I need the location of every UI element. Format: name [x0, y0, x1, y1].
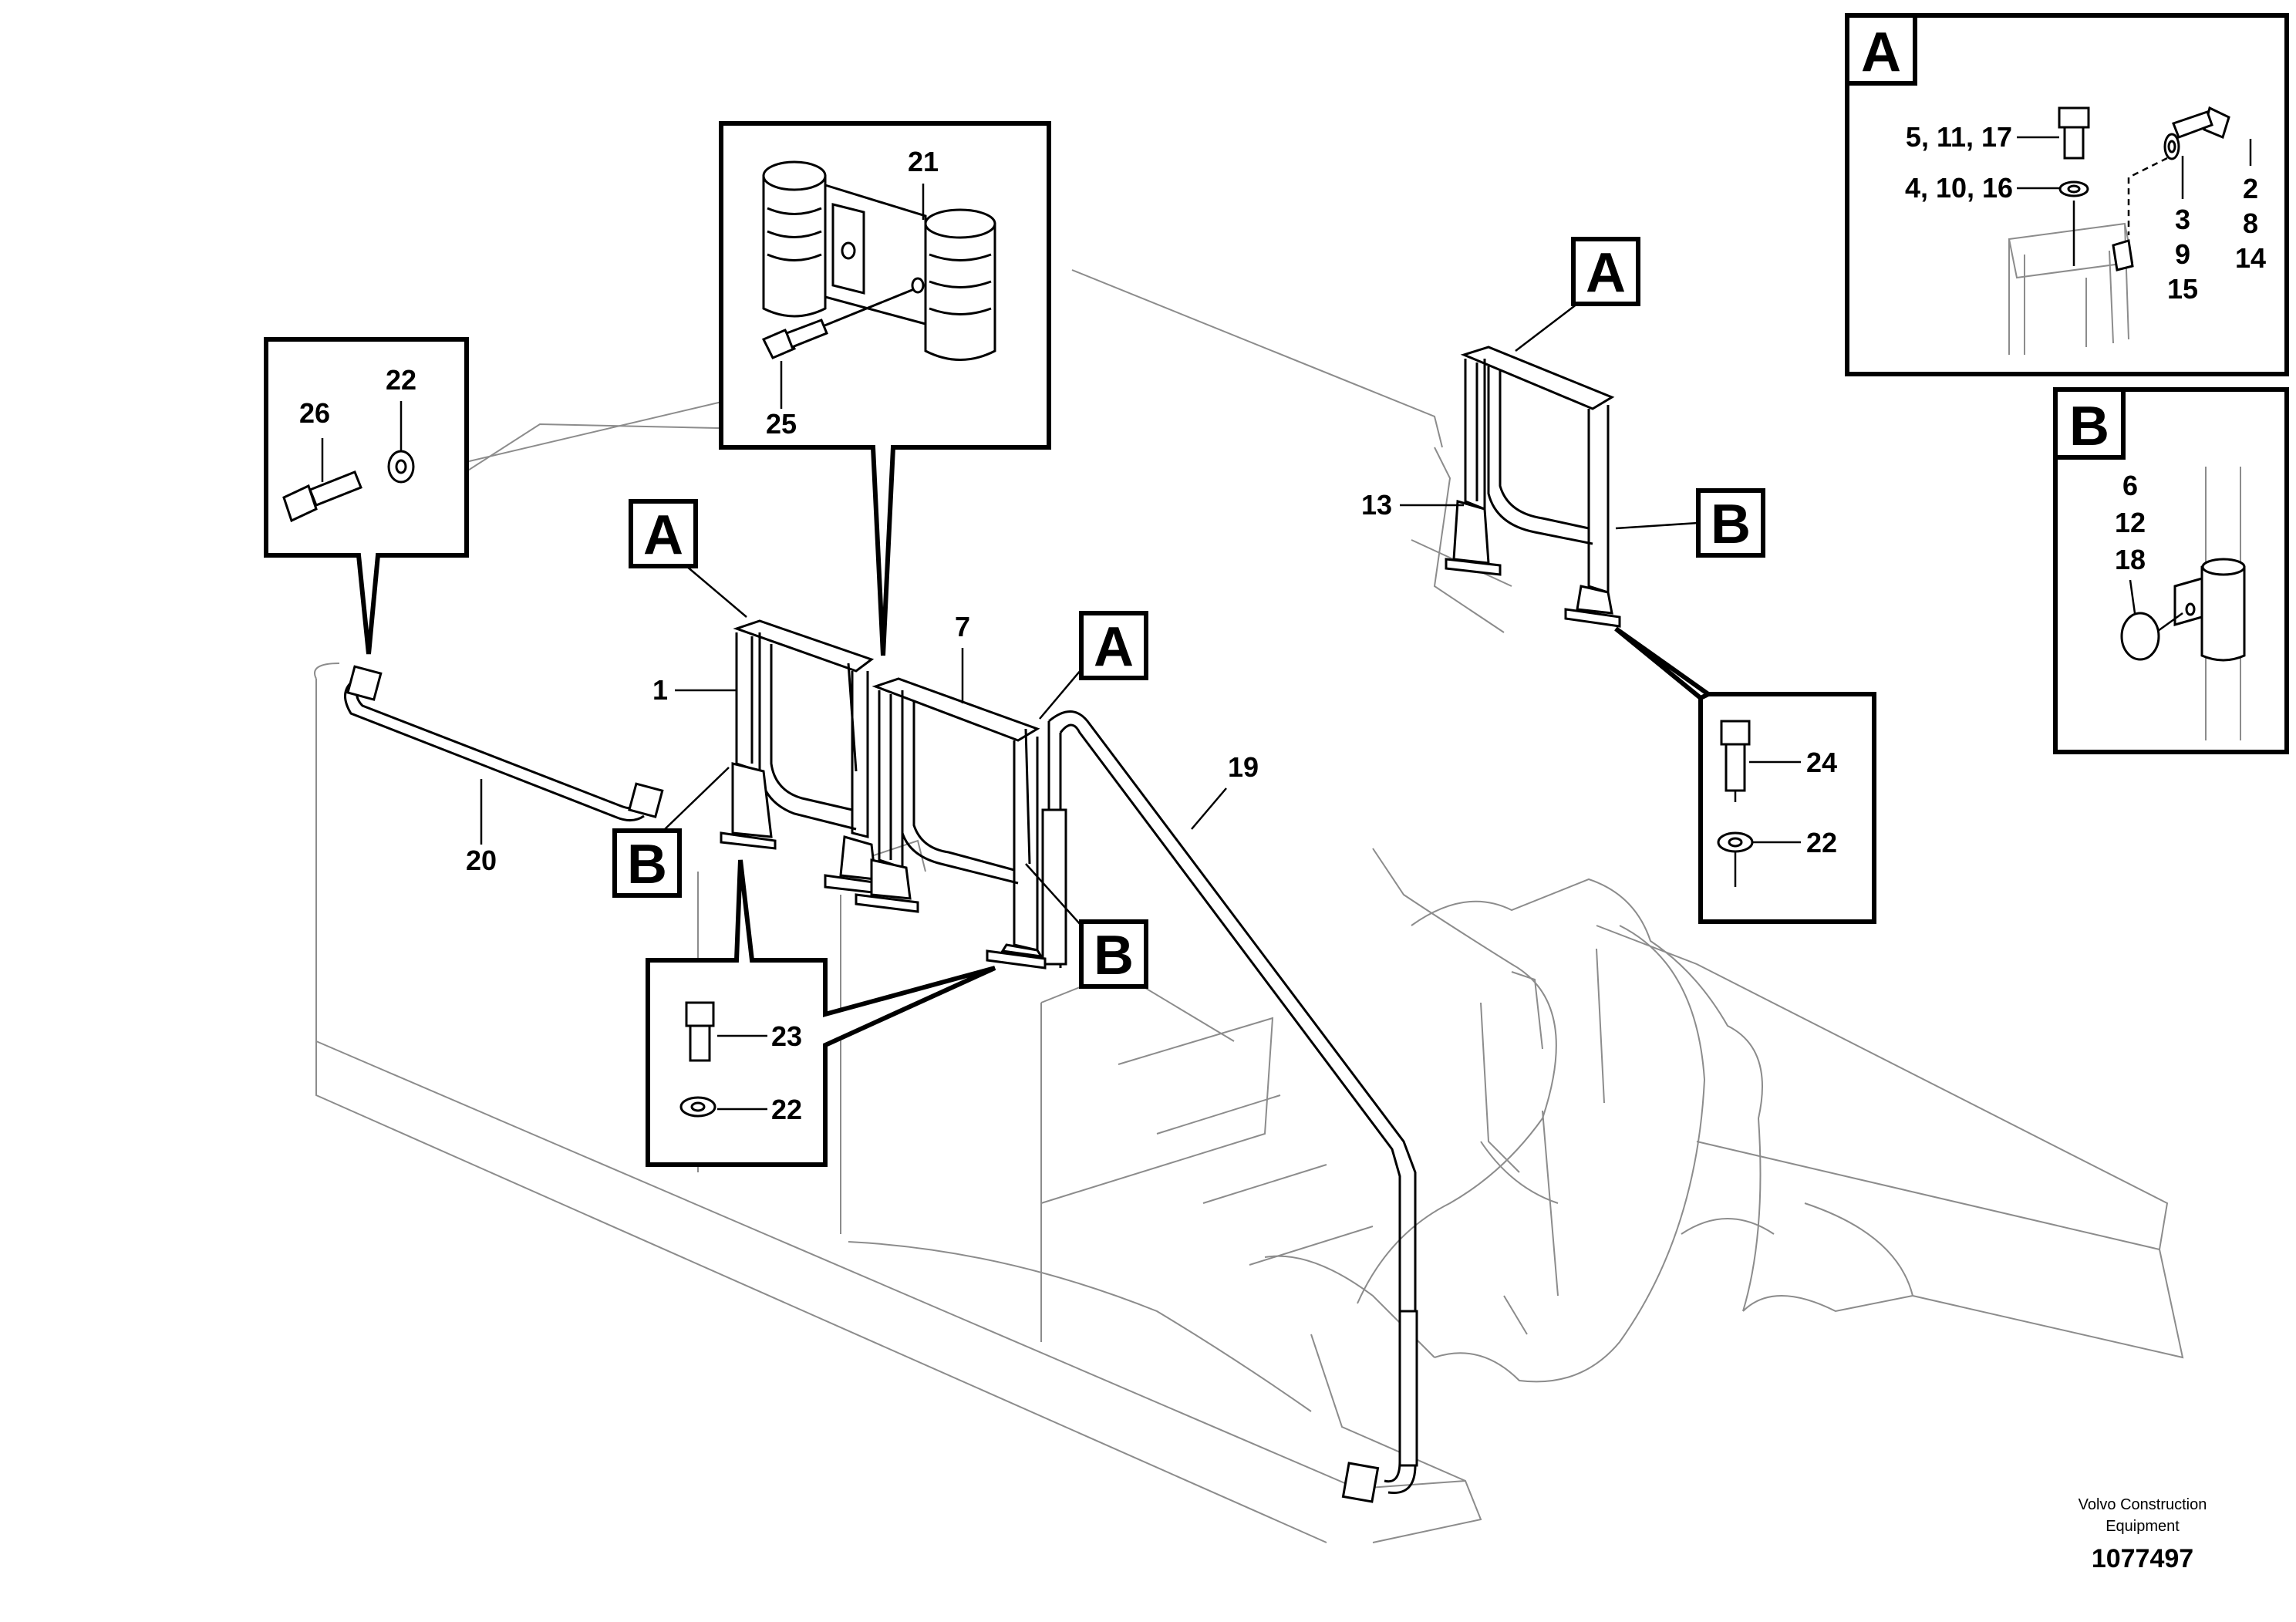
callout-clamp-21: 21 25	[719, 121, 1051, 656]
detail-a-bolt-vertical-icon	[2058, 106, 2090, 266]
label-26: 26	[299, 397, 330, 429]
bolt-25-icon	[761, 288, 915, 359]
svg-text:A: A	[1094, 616, 1134, 678]
detail-a-bolt-horizontal-icon	[2112, 106, 2230, 271]
credit-line-2: Equipment	[2106, 1518, 2180, 1535]
stand-7	[855, 677, 1047, 969]
label-7: 7	[955, 611, 970, 642]
detail-b-item-1: 12	[2115, 507, 2146, 538]
detail-a-col-a-2: 15	[2167, 273, 2198, 305]
detail-a-col-b-0: 2	[2243, 173, 2258, 204]
detail-b-background	[2205, 467, 2241, 740]
washer-22-icon	[387, 450, 415, 484]
label-23: 23	[771, 1020, 802, 1052]
label-20: 20	[466, 845, 497, 876]
stand-13	[1445, 346, 1621, 628]
bolt-24-icon	[1720, 720, 1751, 802]
label-19: 19	[1228, 751, 1259, 783]
part-labels: 1 7 13 19 20	[466, 489, 1464, 876]
pipe-clamp-icon	[2173, 558, 2246, 662]
handrail-20	[344, 665, 664, 821]
detail-b-item-0: 6	[2122, 470, 2138, 501]
detail-b-item-2: 18	[2115, 544, 2146, 575]
detail-b-panel: B 6 12 18	[2053, 387, 2289, 754]
view-marker-b-right: B	[1615, 488, 1765, 558]
svg-text:A: A	[643, 504, 683, 566]
machine-body-outline	[314, 269, 2184, 1543]
label-22-bolt-24: 22	[1806, 827, 1837, 858]
label-1: 1	[652, 674, 668, 706]
detail-a-col-b-2: 14	[2235, 242, 2266, 274]
label-22-bolt-26: 22	[386, 364, 416, 396]
clamp-21-icon	[762, 160, 996, 361]
svg-text:B: B	[1094, 925, 1134, 986]
label-22-bolt-23: 22	[771, 1094, 802, 1125]
detail-a-panel: A 5, 11, 17 4, 10, 16 3	[1845, 13, 2289, 376]
view-marker-b-left: B	[612, 767, 730, 898]
svg-text:A: A	[1586, 242, 1626, 304]
bolt-23-icon	[685, 1001, 715, 1062]
label-25: 25	[766, 408, 797, 440]
credit-line-1: Volvo Construction	[2079, 1496, 2207, 1513]
document-number: 1077497	[2092, 1544, 2193, 1573]
label-24: 24	[1806, 747, 1837, 778]
handrail-19	[1041, 710, 1418, 1503]
bolt-26-icon	[282, 470, 362, 523]
detail-a-col-a-1: 9	[2175, 238, 2190, 270]
callout-bolt-24: 24 22	[1614, 626, 1876, 924]
view-marker-b-mid: B	[1025, 863, 1148, 989]
view-marker-a-right: A	[1515, 237, 1640, 352]
view-marker-a-mid: A	[1039, 611, 1148, 720]
view-marker-a-left: A	[629, 499, 747, 618]
detail-a-row2: 4, 10, 16	[1905, 172, 2013, 204]
detail-b-letter: B	[2069, 396, 2109, 457]
washer-22-bolt-23-icon	[679, 1096, 716, 1118]
label-21: 21	[908, 146, 939, 177]
label-13: 13	[1361, 489, 1392, 521]
detail-a-row1: 5, 11, 17	[1906, 121, 2012, 153]
stand-1	[720, 619, 881, 895]
svg-text:B: B	[627, 834, 667, 895]
plug-cap-icon	[2120, 612, 2183, 661]
detail-a-col-a-0: 3	[2175, 204, 2190, 235]
detail-a-letter: A	[1861, 22, 1901, 83]
detail-a-col-b-1: 8	[2243, 207, 2258, 239]
callout-bolt-23: 23 22	[646, 859, 996, 1167]
footer: Volvo Construction Equipment 1077497	[2079, 1496, 2207, 1573]
svg-text:B: B	[1711, 494, 1751, 555]
callout-bolt-26: 26 22	[264, 337, 469, 655]
